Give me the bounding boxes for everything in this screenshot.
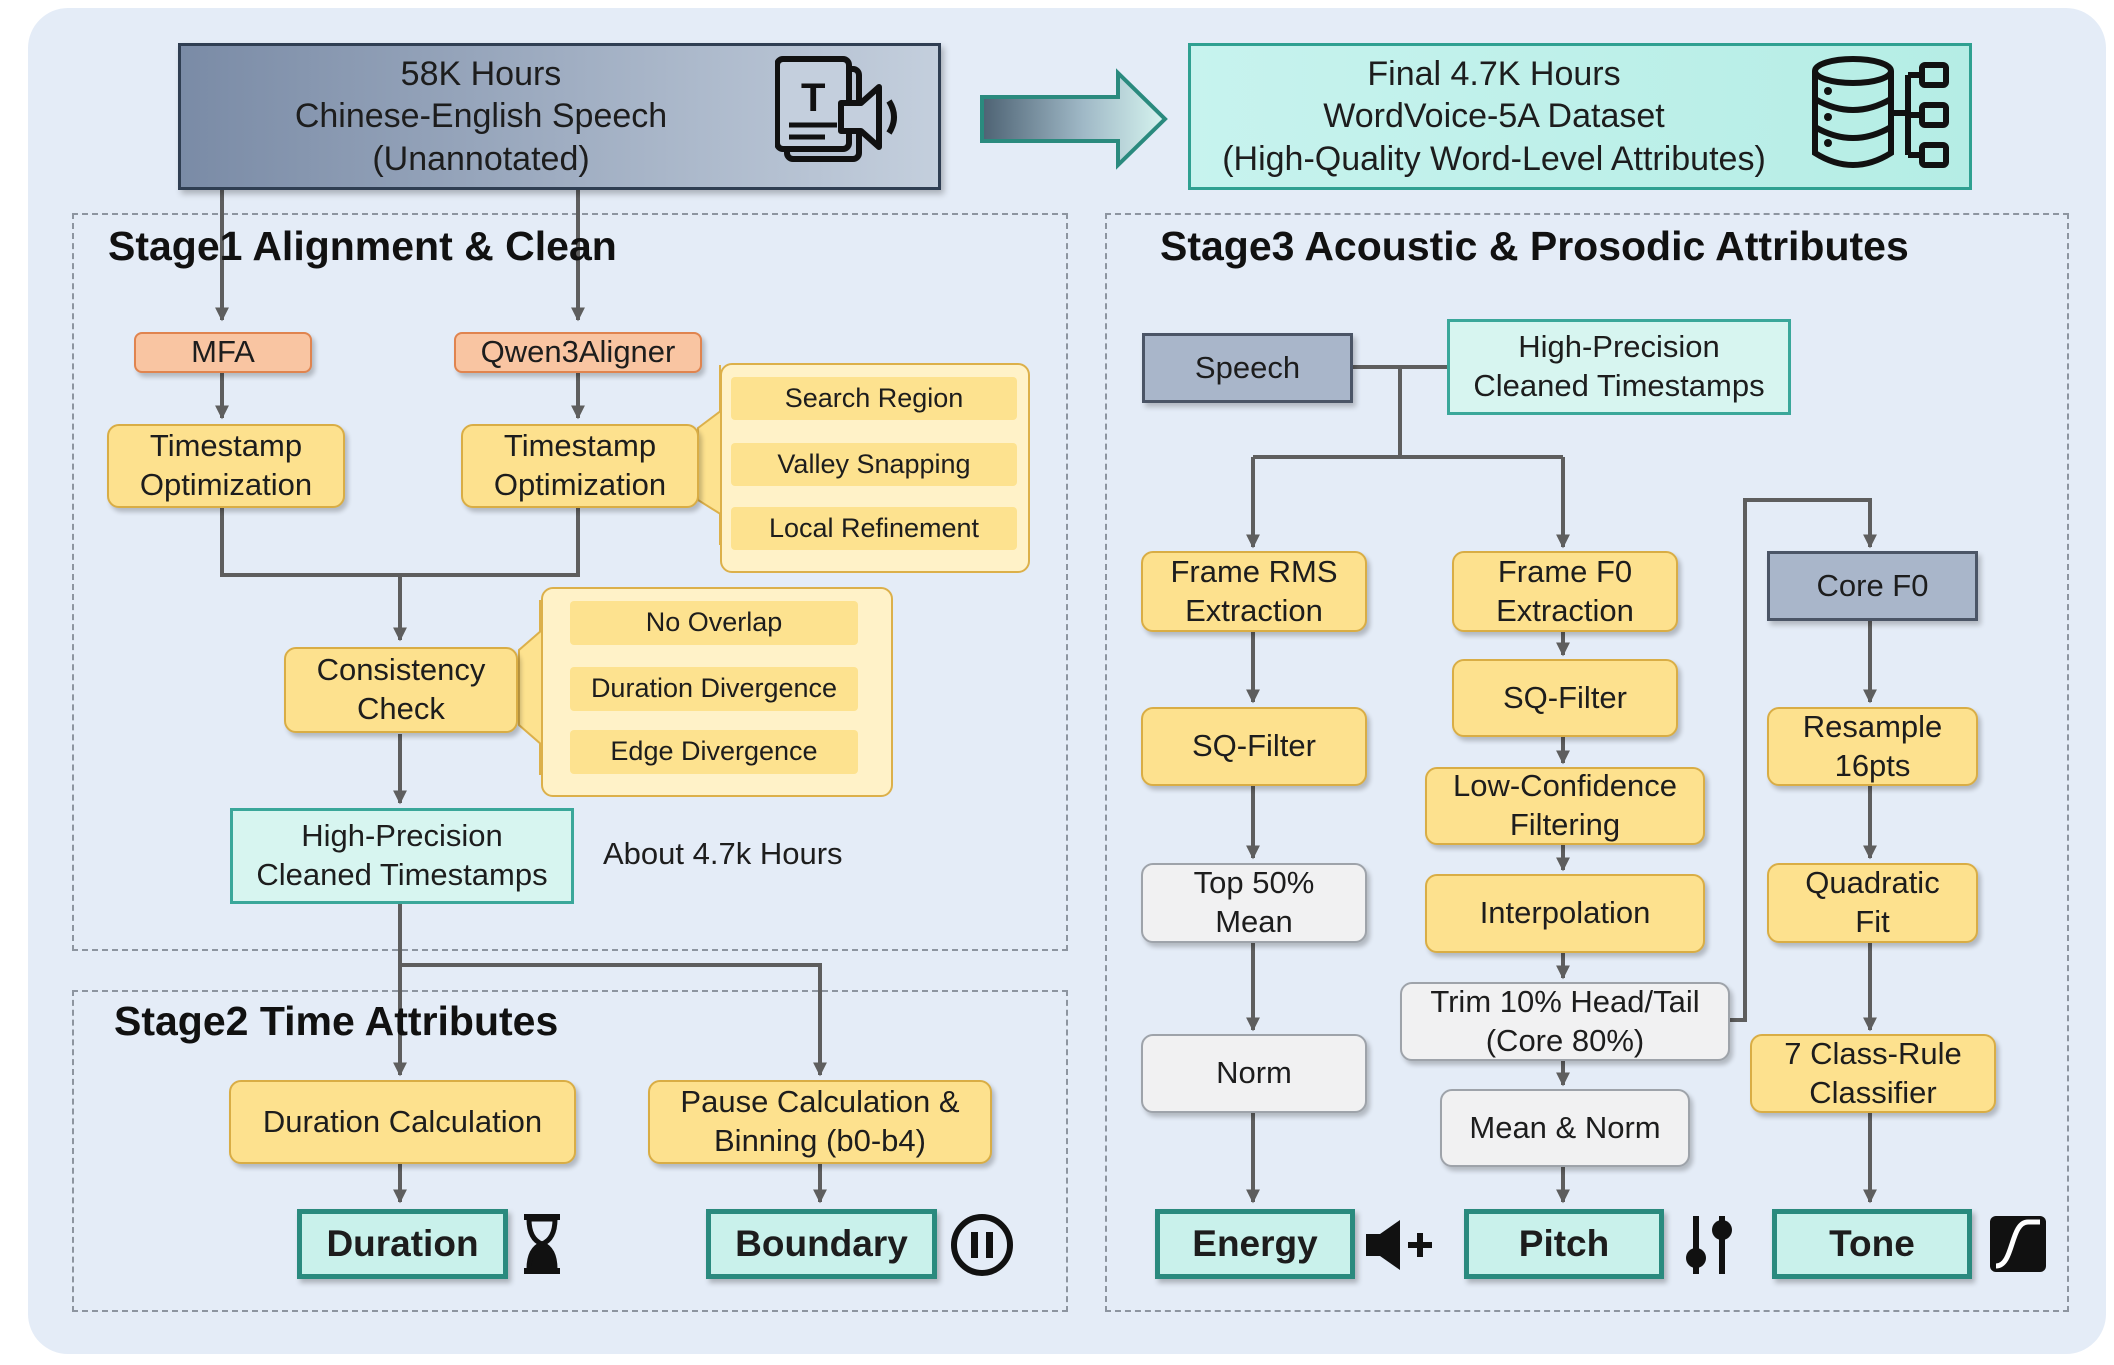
big-right-arrow	[980, 68, 1168, 170]
timestamp-optimization-right: Timestamp Optimization	[461, 424, 699, 508]
speech-box: Speech	[1142, 333, 1353, 403]
trim-head-tail-box: Trim 10% Head/Tail (Core 80%)	[1400, 982, 1730, 1061]
pause-icon	[951, 1214, 1013, 1276]
interpolation-box: Interpolation	[1425, 874, 1705, 953]
stage1-cleaned-timestamps: High-Precision Cleaned Timestamps	[230, 808, 574, 904]
energy-norm-box: Norm	[1141, 1034, 1367, 1113]
pause-calculation-box: Pause Calculation & Binning (b0-b4)	[648, 1080, 992, 1164]
edge-divergence-step: Edge Divergence	[570, 730, 858, 774]
stage3-cleaned-timestamps: High-Precision Cleaned Timestamps	[1447, 319, 1791, 415]
mfa-box: MFA	[134, 332, 312, 373]
stage2-panel	[72, 990, 1068, 1312]
energy-output: Energy	[1155, 1209, 1355, 1279]
timestamp-optimization-left: Timestamp Optimization	[107, 424, 345, 508]
database-tree-icon	[1812, 56, 1949, 168]
frame-rms-extraction-box: Frame RMS Extraction	[1141, 551, 1367, 632]
top50-mean-box: Top 50% Mean	[1141, 863, 1367, 943]
mean-norm-box: Mean & Norm	[1440, 1089, 1690, 1167]
consistency-check-box: Consistency Check	[284, 647, 518, 733]
stage1-panel	[72, 213, 1068, 951]
stage1-title: Stage1 Alignment & Clean	[108, 223, 617, 269]
class-rule-classifier-box: 7 Class-Rule Classifier	[1750, 1034, 1996, 1113]
source-data-label: 58K Hours Chinese-English Speech (Unanno…	[294, 54, 668, 178]
low-confidence-filtering-box: Low-Confidence Filtering	[1425, 767, 1705, 845]
document-speech-icon: T	[775, 56, 897, 162]
qwen3aligner-box: Qwen3Aligner	[454, 332, 702, 373]
tone-output: Tone	[1772, 1209, 1972, 1279]
final-dataset-label: Final 4.7K Hours WordVoice-5A Dataset (H…	[1222, 54, 1766, 178]
duration-calculation-box: Duration Calculation	[229, 1080, 576, 1164]
quadratic-fit-box: Quadratic Fit	[1767, 863, 1978, 943]
hours-note: About 4.7k Hours	[603, 836, 843, 871]
no-overlap-step: No Overlap	[570, 601, 858, 645]
pitch-sq-filter-box: SQ-Filter	[1452, 659, 1678, 737]
search-region-step: Search Region	[731, 377, 1017, 420]
volume-up-icon	[1366, 1220, 1432, 1270]
duration-output: Duration	[297, 1209, 508, 1279]
boundary-output: Boundary	[706, 1209, 937, 1279]
duration-divergence-step: Duration Divergence	[570, 667, 858, 711]
stage2-title: Stage2 Time Attributes	[114, 998, 559, 1044]
pitch-output: Pitch	[1464, 1209, 1664, 1279]
local-refinement-step: Local Refinement	[731, 507, 1017, 550]
core-f0-box: Core F0	[1767, 551, 1978, 621]
stage3-title: Stage3 Acoustic & Prosodic Attributes	[1160, 223, 1909, 269]
svg-text:T: T	[801, 76, 825, 120]
frame-f0-extraction-box: Frame F0 Extraction	[1452, 551, 1678, 632]
stage3-panel	[1105, 213, 2069, 1312]
energy-sq-filter-box: SQ-Filter	[1141, 707, 1367, 786]
hourglass-icon	[524, 1214, 560, 1274]
sliders-icon	[1686, 1216, 1732, 1274]
valley-snapping-step: Valley Snapping	[731, 443, 1017, 486]
curve-icon	[1990, 1216, 2046, 1272]
resample-box: Resample 16pts	[1767, 707, 1978, 786]
